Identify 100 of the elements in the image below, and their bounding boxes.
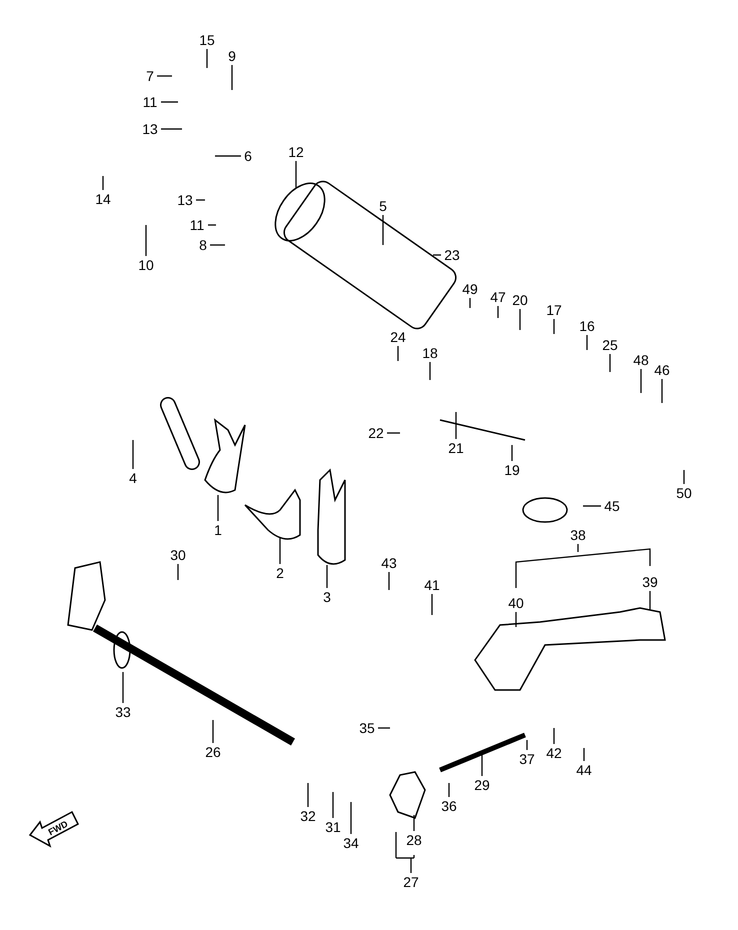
leader-line <box>387 432 400 434</box>
callout-number: 28 <box>406 832 422 848</box>
callout-number: 2 <box>276 565 284 581</box>
callout-number: 8 <box>199 237 207 253</box>
leader-line <box>609 354 611 372</box>
leader-line <box>448 783 450 797</box>
callout-number: 7 <box>146 68 154 84</box>
leader-line <box>157 75 172 77</box>
leader-line <box>161 128 182 130</box>
leader-line <box>206 49 208 68</box>
leader-line <box>511 445 513 461</box>
leader-line <box>102 176 104 190</box>
callout-number: 47 <box>490 289 506 305</box>
leader-line <box>217 495 219 521</box>
callout-number: 45 <box>604 498 620 514</box>
leader-line <box>429 362 431 380</box>
leader-line <box>481 752 483 776</box>
callout-number: 15 <box>199 32 215 48</box>
leader-line <box>583 748 585 761</box>
leader-line <box>279 537 281 564</box>
leader-line <box>208 224 216 226</box>
callout-number: 41 <box>424 577 440 593</box>
callout-number: 43 <box>381 555 397 571</box>
callout-number: 38 <box>570 527 586 543</box>
leader-line <box>583 505 601 507</box>
direction-label: FWD <box>46 818 70 840</box>
leader-line <box>397 346 399 361</box>
leader-line <box>683 470 685 484</box>
leader-line <box>215 155 241 157</box>
callout-number: 33 <box>115 704 131 720</box>
callout-number: 14 <box>95 191 111 207</box>
callout-number: 40 <box>508 595 524 611</box>
callout-number: 1 <box>214 522 222 538</box>
leader-line <box>210 244 225 246</box>
leader-line <box>177 564 179 580</box>
callout-number: 17 <box>546 302 562 318</box>
callout-number: 26 <box>205 744 221 760</box>
leader-line <box>455 412 457 439</box>
callout-number: 18 <box>422 345 438 361</box>
callout-number: 50 <box>676 485 692 501</box>
leader-line <box>433 254 441 256</box>
callout-number: 31 <box>325 819 341 835</box>
leader-line <box>553 319 555 334</box>
callout-number: 13 <box>142 121 158 137</box>
callout-number: 24 <box>390 329 406 345</box>
leader-line <box>161 101 178 103</box>
callout-number: 37 <box>519 751 535 767</box>
leader-line <box>640 369 642 393</box>
leader-line <box>515 612 517 627</box>
leader-line <box>519 309 521 330</box>
callout-number: 29 <box>474 777 490 793</box>
callout-number: 32 <box>300 808 316 824</box>
leader-line <box>526 740 528 750</box>
callout-number: 3 <box>323 589 331 605</box>
leader-line <box>388 572 390 590</box>
leader-line <box>350 802 352 834</box>
callout-number: 49 <box>462 281 478 297</box>
callout-number: 11 <box>190 217 204 233</box>
callout-number: 36 <box>441 798 457 814</box>
leader-line <box>497 306 499 318</box>
callout-number: 42 <box>546 745 562 761</box>
leader-line <box>378 727 390 729</box>
callout-number: 48 <box>633 352 649 368</box>
callout-number: 20 <box>512 292 528 308</box>
leader-line <box>307 783 309 807</box>
leader-line <box>586 335 588 350</box>
callout-number: 5 <box>379 198 387 214</box>
callout-number: 13 <box>177 192 193 208</box>
callout-number: 39 <box>642 574 658 590</box>
callout-number: 25 <box>602 337 618 353</box>
callout-number: 34 <box>343 835 359 851</box>
callout-number: 21 <box>448 440 464 456</box>
leader-line <box>661 379 663 403</box>
leader-line <box>332 792 334 818</box>
callout-number: 4 <box>129 470 137 486</box>
leader-line <box>231 65 233 90</box>
callout-number: 16 <box>579 318 595 334</box>
leader-line <box>212 720 214 743</box>
callout-number: 30 <box>170 547 186 563</box>
leader-line <box>649 591 651 610</box>
leader-line <box>295 161 297 188</box>
leader-line <box>382 215 384 245</box>
leader-line <box>469 298 471 308</box>
leader-line <box>413 815 415 831</box>
leader-line <box>145 225 147 256</box>
callout-number: 6 <box>244 148 252 164</box>
leader-line <box>122 672 124 703</box>
leader-line <box>431 594 433 615</box>
leader-line <box>132 440 134 469</box>
leader-line <box>196 199 205 201</box>
callout-number: 27 <box>403 874 419 890</box>
callout-number: 19 <box>504 462 520 478</box>
callout-number: 9 <box>228 48 236 64</box>
callout-number: 35 <box>359 720 375 736</box>
callout-number: 10 <box>138 257 154 273</box>
callout-number: 46 <box>654 362 670 378</box>
callout-number: 12 <box>288 144 304 160</box>
callout-number: 23 <box>444 247 460 263</box>
callout-number: 22 <box>368 425 384 441</box>
callout-number: 11 <box>142 94 158 110</box>
